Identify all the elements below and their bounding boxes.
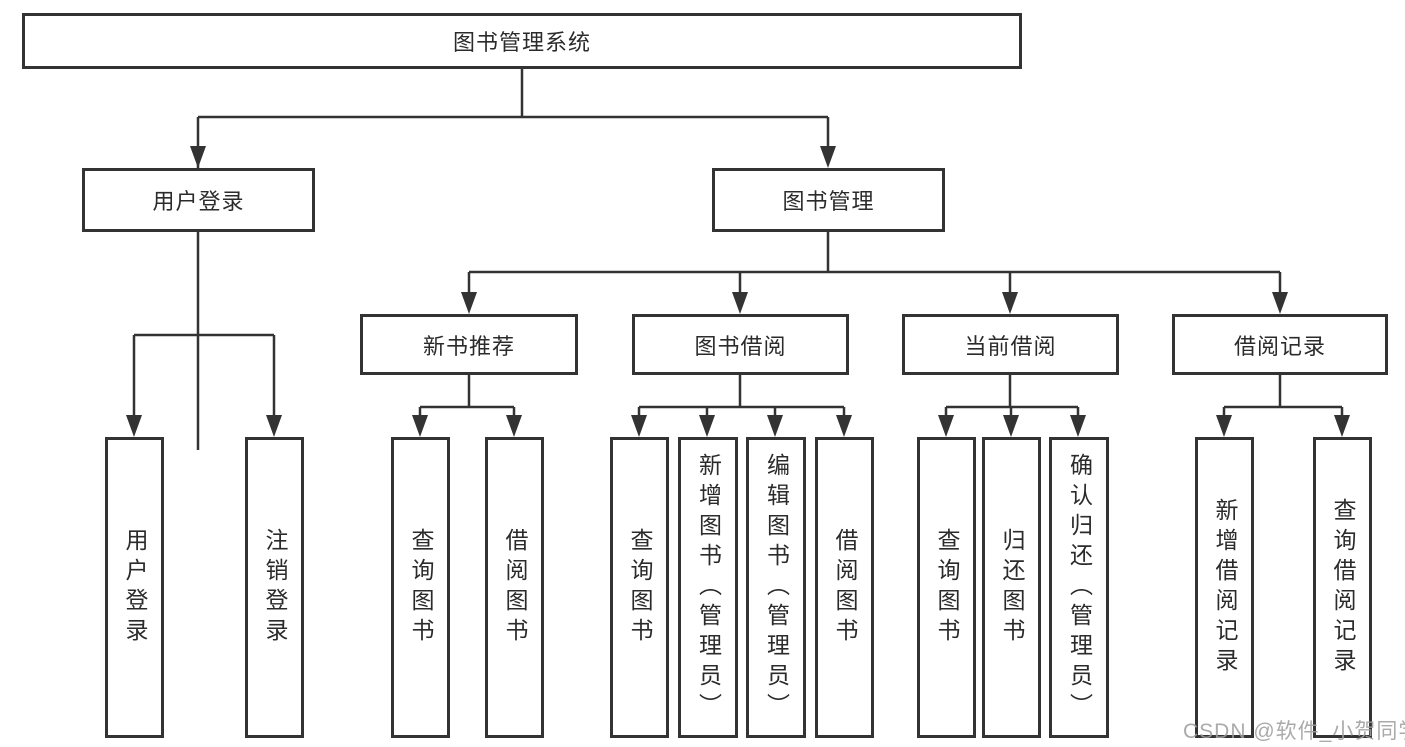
node-book-borrowing-label: 图书借阅	[694, 333, 787, 359]
leaf-logout-label: 注销登录	[262, 527, 288, 648]
leaf-borrowing-borrow-books-label: 借阅图书	[832, 527, 858, 648]
node-book-management-label: 图书管理	[782, 189, 875, 214]
leaf-add-books-admin: 新增图书（管理员）	[678, 437, 738, 738]
node-user-login-label: 用户登录	[152, 189, 245, 214]
tree-edges	[132, 69, 1344, 450]
node-current-borrowing-label: 当前借阅	[964, 333, 1057, 359]
leaf-recommend-borrow-books: 借阅图书	[485, 437, 544, 738]
leaf-add-borrow-record: 新增借阅记录	[1195, 437, 1254, 738]
node-current-borrowing: 当前借阅	[902, 314, 1119, 375]
csdn-watermark: CSDN @软件_小贺同学	[1183, 720, 1405, 743]
leaf-add-borrow-record-label: 新增借阅记录	[1212, 497, 1238, 678]
leaf-recommend-borrow-books-label: 借阅图书	[502, 527, 528, 648]
leaf-edit-books-admin: 编辑图书（管理员）	[746, 437, 806, 738]
node-user-login: 用户登录	[82, 168, 315, 232]
leaf-query-borrow-record-label: 查询借阅记录	[1330, 497, 1356, 678]
node-borrowing-records: 借阅记录	[1172, 314, 1388, 375]
node-book-borrowing: 图书借阅	[632, 314, 849, 375]
leaf-user-login-label: 用户登录	[122, 527, 148, 648]
node-root: 图书管理系统	[22, 13, 1022, 69]
leaf-user-login: 用户登录	[105, 437, 164, 738]
leaf-borrowing-borrow-books: 借阅图书	[815, 437, 874, 738]
leaf-current-query-books: 查询图书	[917, 437, 976, 738]
node-root-label: 图书管理系统	[452, 30, 591, 55]
leaf-query-borrow-record: 查询借阅记录	[1313, 437, 1372, 738]
leaf-return-books-label: 归还图书	[999, 527, 1025, 648]
node-borrowing-records-label: 借阅记录	[1233, 333, 1326, 359]
leaf-confirm-return-admin: 确认归还（管理员）	[1049, 437, 1109, 738]
leaf-recommend-query-books-label: 查询图书	[408, 527, 434, 648]
leaf-recommend-query-books: 查询图书	[391, 437, 450, 738]
leaf-logout: 注销登录	[245, 437, 304, 738]
leaf-borrowing-query-books-label: 查询图书	[627, 527, 653, 648]
leaf-current-query-books-label: 查询图书	[934, 527, 960, 648]
node-new-book-recommend: 新书推荐	[360, 314, 578, 375]
leaf-edit-books-admin-label: 编辑图书（管理员）	[763, 452, 790, 723]
node-book-management: 图书管理	[712, 168, 945, 232]
leaf-borrowing-query-books: 查询图书	[610, 437, 669, 738]
leaf-confirm-return-admin-label: 确认归还（管理员）	[1066, 452, 1093, 723]
node-new-book-recommend-label: 新书推荐	[422, 333, 515, 359]
leaf-return-books: 归还图书	[982, 437, 1041, 738]
leaf-add-books-admin-label: 新增图书（管理员）	[695, 452, 722, 723]
